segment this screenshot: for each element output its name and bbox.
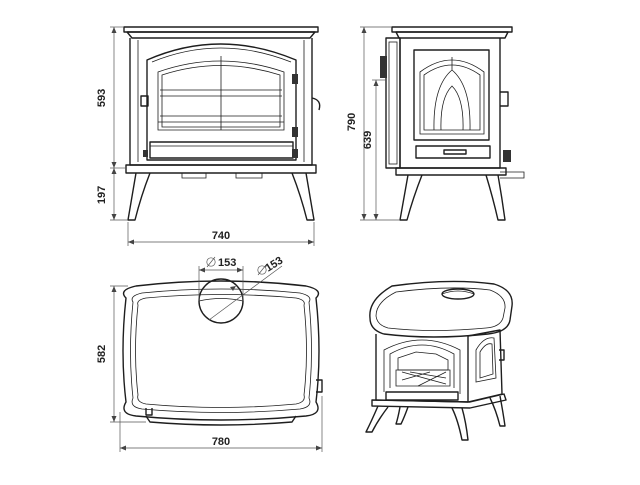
diameter-symbol-right-icon <box>257 264 267 276</box>
side-view <box>380 26 525 221</box>
perspective-view <box>365 280 513 441</box>
dim-front-width: 740 <box>212 230 230 242</box>
front-view-dimensions <box>110 26 315 246</box>
side-view-dimensions <box>360 26 400 221</box>
dim-side-total-height: 790 <box>346 113 358 131</box>
top-view <box>122 265 323 426</box>
dim-top-depth: 582 <box>96 345 108 363</box>
dim-top-flue-diameter-right: 153 <box>263 255 285 275</box>
diameter-symbol-left-icon <box>206 256 216 268</box>
front-view <box>123 26 321 221</box>
dim-top-flue-diameter-left: 153 <box>218 257 236 269</box>
dim-front-body-height: 593 <box>96 89 108 107</box>
dim-front-leg-height: 197 <box>96 186 108 204</box>
dim-side-flue-height: 639 <box>362 131 374 149</box>
dim-top-total-width: 780 <box>212 436 230 448</box>
top-view-dimensions <box>110 285 323 452</box>
